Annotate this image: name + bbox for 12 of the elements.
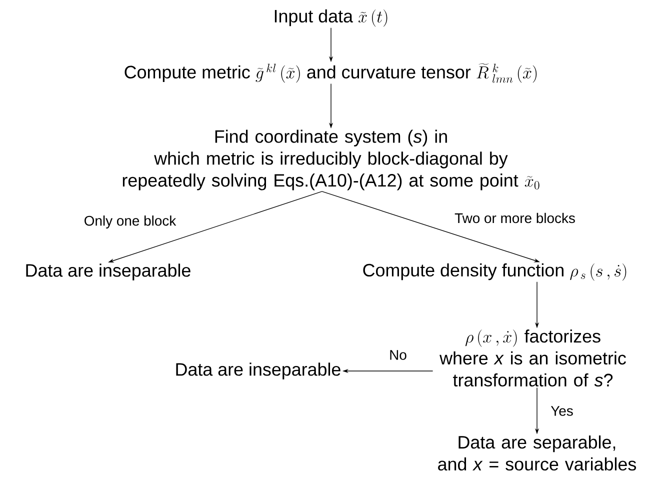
edge-label: No [388, 349, 408, 361]
flow-step-text: Data are separable, and x = source variables [438, 435, 636, 471]
flow-step-text: Input data $\widetilde{x}\,(t)$ [274, 9, 388, 27]
flow-step-text: Compute density function $\rho_{\,s}\,(s\,,\dot{s})$ [363, 263, 626, 281]
flow-step-text: Data are inseparable [176, 362, 340, 380]
edge-label: Two or more blocks [454, 212, 576, 224]
edge-label: Yes [550, 405, 574, 417]
flow-step-text: Find coordinate system (s) in which metric is irreducibly block-diagonal by repeatedly solving Eqs.(A10)-(A12) at some point $\widetilde{x}_0$ [122, 130, 540, 190]
flow-step-text: Data are inseparable [26, 264, 190, 280]
flow-step-text: $\rho\,(x\,,\dot{x})$ factorizes where x is an isometric transformation of s? [440, 329, 626, 386]
edge-label: Only one block [82, 214, 178, 230]
flow-step-text: Compute metric $\widetilde{g}^{\,kl}\,(\widetilde{x})$ and curvature tensor $\widetilde{R}^{\;k}_{\;lmn}\,(\widetilde{x})$ [124, 63, 537, 83]
